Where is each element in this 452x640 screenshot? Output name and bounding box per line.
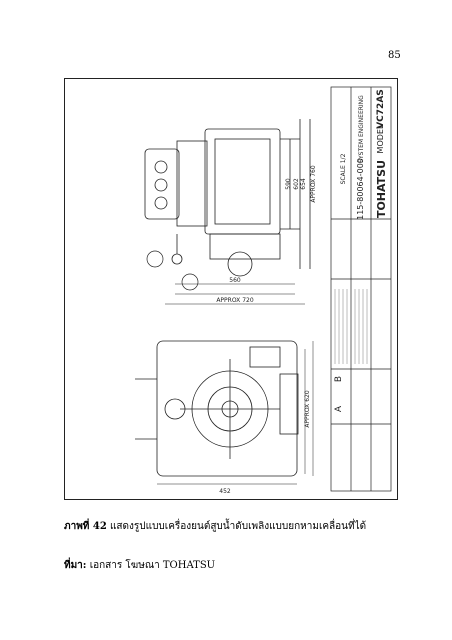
engineering-drawing: MODEL VC72AS SYSTEM ENGINEERING 115-8006… [64,78,398,500]
source-label: ที่มา: [64,560,87,571]
pump-drawing-svg: MODEL VC72AS SYSTEM ENGINEERING 115-8006… [135,86,392,495]
caption-label: ภาพที่ 42 [64,521,107,532]
dim-d6: APPROX 720 [216,297,254,304]
dim-d4: APPROX 760 [310,165,317,203]
pump-end-view [135,340,299,477]
page-number: 85 [388,50,401,61]
part-number: 115-80064-000 [356,158,365,220]
dim-d1: 590 [285,178,292,190]
figure-caption: ภาพที่ 42 แสดงรูปแบบเครื่องยนต์สูบน้ำดับ… [64,519,366,534]
title-block [330,86,392,492]
dimension-lines-top [165,283,305,305]
system-label: SYSTEM ENGINEERING [358,95,365,163]
model-label: MODEL [376,124,385,153]
pump-side-view [144,119,311,277]
brand-logo: TOHATSU [375,160,388,218]
title-block-notes [334,289,368,364]
dim-d7: APPROX 620 [304,390,311,428]
callout-b-circle [181,273,199,291]
dimension-lines-bottom [157,341,314,485]
view-a-label: A [334,405,344,412]
figure-source: ที่มา: เอกสาร โฆษณา TOHATSU [64,558,215,573]
dim-d3: 654 [300,178,307,190]
source-text: เอกสาร โฆษณา TOHATSU [89,560,216,571]
callout-a-circle [146,250,164,268]
model-value: VC72AS [376,89,386,129]
view-b-label: B [334,376,344,382]
caption-text: แสดงรูปแบบเครื่องยนต์สูบน้ำดับเพลิงแบบยก… [109,521,367,532]
scale-label: SCALE 1/2 [340,153,347,184]
dim-d8: 452 [219,488,231,495]
dim-d2: 602 [293,178,300,190]
dim-d5: 560 [229,277,241,284]
